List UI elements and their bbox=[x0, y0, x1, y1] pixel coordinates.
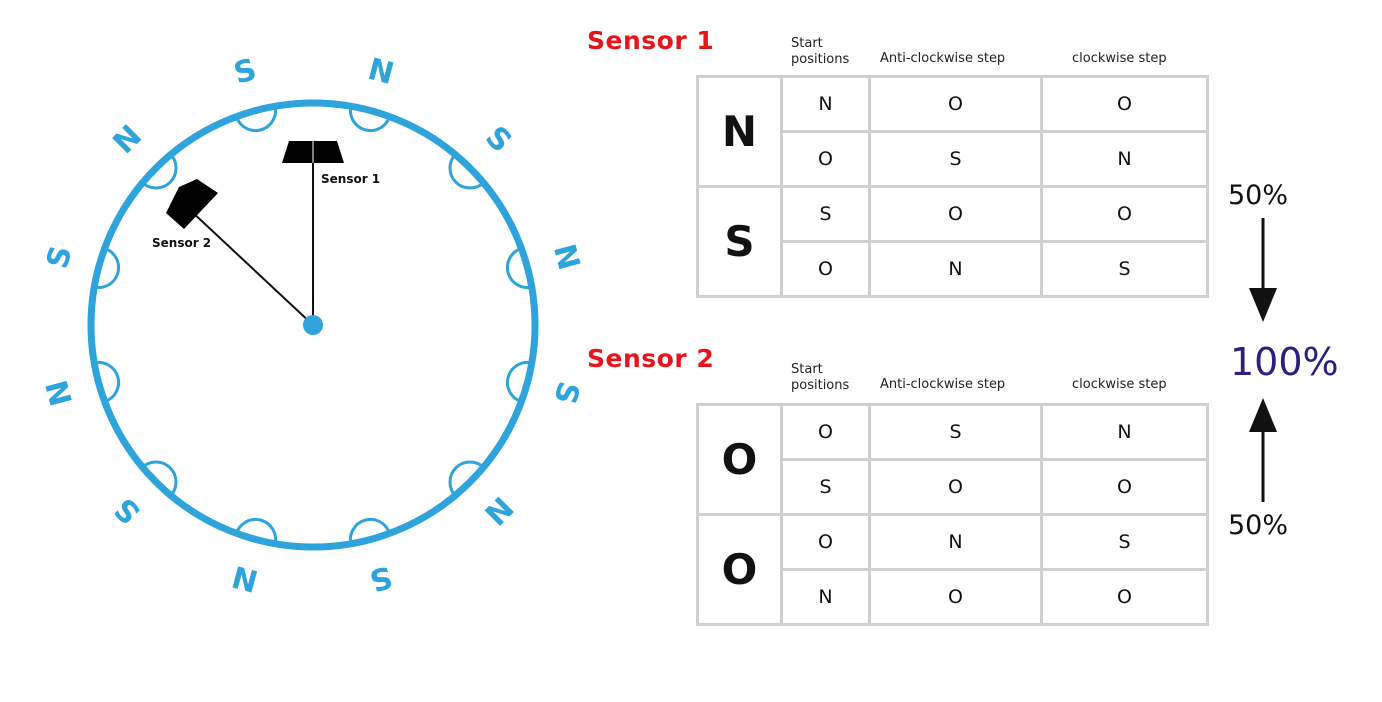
clockwise-cell: N bbox=[1040, 130, 1209, 188]
pole-label: S bbox=[366, 558, 396, 597]
sensor2-arm bbox=[189, 209, 314, 326]
top-percent: 50% bbox=[1228, 180, 1289, 211]
pole-label: N bbox=[106, 118, 149, 161]
start-position-cell: O bbox=[780, 240, 871, 298]
anticlockwise-cell: S bbox=[868, 403, 1043, 461]
total-percent: 100% bbox=[1230, 340, 1339, 384]
magnet-notch bbox=[505, 246, 533, 289]
magnet-notch bbox=[234, 517, 277, 545]
pole-label: N bbox=[546, 241, 586, 274]
pole-label: S bbox=[230, 52, 260, 91]
clockwise-cell: N bbox=[1040, 403, 1209, 461]
anticlockwise-cell: O bbox=[868, 458, 1043, 516]
pole-label: S bbox=[546, 378, 585, 408]
magnet-notch bbox=[349, 105, 392, 133]
anticlockwise-cell: N bbox=[868, 513, 1043, 571]
clockwise-cell: O bbox=[1040, 185, 1209, 243]
clockwise-cell: S bbox=[1040, 513, 1209, 571]
magnet-notch bbox=[505, 361, 533, 404]
pole-label: S bbox=[478, 120, 518, 160]
magnet-notch bbox=[93, 361, 121, 404]
magnet-notch bbox=[349, 517, 392, 545]
group-symbol: S bbox=[696, 185, 783, 298]
sensor2-col-anticlockwise: Anti-clockwise step bbox=[880, 377, 1006, 392]
sensor1-col-anticlockwise: Anti-clockwise step bbox=[880, 51, 1006, 66]
start-position-cell: O bbox=[780, 130, 871, 188]
group-symbol: O bbox=[696, 513, 783, 626]
sensor2-col-start: Start positions bbox=[791, 362, 850, 393]
magnet-notch bbox=[234, 105, 277, 133]
start-position-cell: N bbox=[780, 75, 871, 133]
group-symbol: N bbox=[696, 75, 783, 188]
group-symbol: O bbox=[696, 403, 783, 516]
sensor2-col-clockwise: clockwise step bbox=[1072, 377, 1167, 392]
clockwise-cell: O bbox=[1040, 75, 1209, 133]
down-arrow-icon bbox=[1249, 218, 1277, 322]
start-position-cell: O bbox=[780, 403, 871, 461]
magnet-notch bbox=[93, 246, 121, 289]
start-position-cell: S bbox=[780, 185, 871, 243]
anticlockwise-cell: O bbox=[868, 185, 1043, 243]
pole-label: S bbox=[108, 490, 148, 530]
clockwise-cell: O bbox=[1040, 568, 1209, 626]
sensor1-col-start: Start positions bbox=[791, 36, 850, 67]
sensor2-title: Sensor 2 bbox=[587, 344, 715, 373]
clockwise-cell: S bbox=[1040, 240, 1209, 298]
magnet-notch bbox=[448, 152, 486, 190]
hub bbox=[303, 315, 323, 335]
start-position-cell: N bbox=[780, 568, 871, 626]
pole-label: N bbox=[364, 52, 397, 92]
bottom-percent: 50% bbox=[1228, 510, 1289, 541]
sensor2-tag: Sensor 2 bbox=[152, 236, 211, 250]
clockwise-cell: O bbox=[1040, 458, 1209, 516]
start-position-cell: O bbox=[780, 513, 871, 571]
anticlockwise-cell: N bbox=[868, 240, 1043, 298]
up-arrow-icon bbox=[1249, 398, 1277, 502]
anticlockwise-cell: O bbox=[868, 568, 1043, 626]
sensor1-col-clockwise: clockwise step bbox=[1072, 51, 1167, 66]
sensor2-head bbox=[166, 179, 218, 229]
magnet-notch bbox=[448, 460, 486, 498]
magnet-notch bbox=[140, 460, 178, 498]
sensor1-tag: Sensor 1 bbox=[321, 172, 380, 186]
pole-label: N bbox=[477, 489, 520, 532]
sensor1-title: Sensor 1 bbox=[587, 26, 715, 55]
rotor-wheel-diagram: N S N S N S N S N S N S Sensor 1 Sensor 2 bbox=[40, 52, 586, 598]
pole-label: N bbox=[40, 376, 80, 409]
start-position-cell: S bbox=[780, 458, 871, 516]
rotor-ring bbox=[87, 99, 539, 551]
anticlockwise-cell: O bbox=[868, 75, 1043, 133]
magnet-notch bbox=[140, 152, 178, 190]
anticlockwise-cell: S bbox=[868, 130, 1043, 188]
pole-label: N bbox=[229, 558, 262, 598]
pole-label: S bbox=[40, 242, 79, 272]
